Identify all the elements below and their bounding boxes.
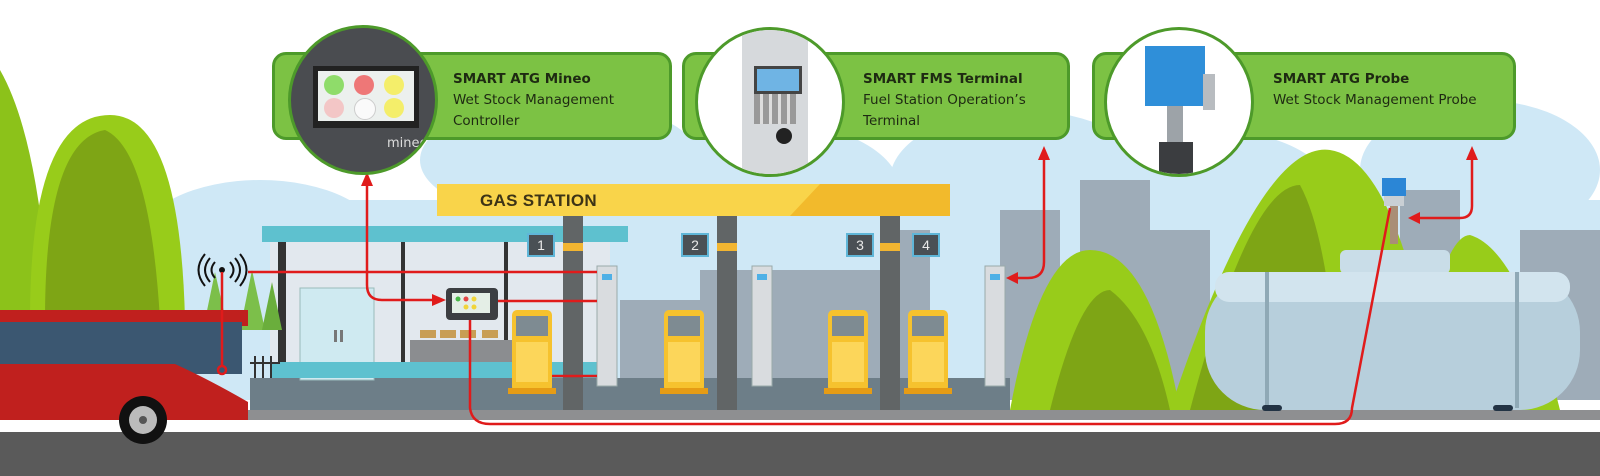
probe-callout-line bbox=[1414, 158, 1474, 220]
fms-terminal-icon bbox=[984, 265, 1006, 387]
fuel-dispenser-icon[interactable] bbox=[660, 310, 708, 394]
mineo-controller-photo: mineo bbox=[288, 25, 438, 175]
tank-gauge-icon bbox=[324, 75, 344, 95]
callout-title: SMART ATG Mineo bbox=[453, 71, 591, 87]
atg-probe-photo bbox=[1104, 27, 1254, 177]
controller-screen-bezel bbox=[313, 66, 419, 128]
card-reader-icon bbox=[776, 128, 792, 144]
callout-title: SMART FMS Terminal bbox=[863, 71, 1023, 87]
probe-icon[interactable] bbox=[1382, 178, 1406, 244]
callout-subtitle: Wet Stock Management bbox=[453, 92, 615, 108]
callout-subtitle: Terminal bbox=[863, 113, 921, 129]
canopy-pillars bbox=[563, 216, 900, 412]
fms-terminal-icon bbox=[596, 265, 618, 387]
tank-gauge-icon bbox=[384, 98, 404, 118]
fuel-dispensers[interactable] bbox=[508, 310, 952, 394]
pillar-bands bbox=[563, 243, 900, 251]
bus-icon[interactable] bbox=[0, 310, 248, 444]
terminal-display bbox=[754, 66, 802, 94]
connection-lines bbox=[216, 158, 1474, 426]
fuel-dispenser-icon[interactable] bbox=[824, 310, 872, 394]
fuel-dispenser-icon[interactable] bbox=[508, 310, 556, 394]
probe-stem bbox=[1167, 106, 1183, 146]
road-line bbox=[0, 420, 1600, 432]
terminal-callout-line bbox=[1012, 158, 1046, 280]
terminal-body bbox=[742, 30, 808, 174]
left-bushes bbox=[0, 70, 185, 320]
probe-fitting bbox=[1159, 142, 1193, 174]
gas-station-canopy[interactable] bbox=[437, 184, 950, 216]
pump-number-badge: 1 bbox=[527, 233, 555, 257]
wireless-antenna-icon bbox=[197, 253, 248, 287]
probe-housing bbox=[1203, 74, 1215, 110]
terminal-screens bbox=[602, 274, 1000, 280]
probe-head bbox=[1145, 46, 1205, 106]
canopy-label: GAS STATION bbox=[480, 191, 597, 210]
pump-number-badge: 3 bbox=[846, 233, 874, 257]
callout-subtitle: Fuel Station Operation’s bbox=[863, 92, 1026, 108]
bus-node bbox=[216, 364, 228, 376]
controller-screen bbox=[318, 71, 414, 121]
callout-subtitle: Wet Stock Management Probe bbox=[1273, 92, 1477, 108]
fms-terminal-icon bbox=[751, 265, 773, 387]
terminal-keypad bbox=[754, 94, 796, 124]
controller-callout-line bbox=[365, 185, 440, 302]
shop-building bbox=[262, 226, 628, 381]
controller-icon[interactable] bbox=[446, 288, 498, 320]
callout-title: SMART ATG Probe bbox=[1273, 71, 1410, 87]
tank-gauge-icon bbox=[324, 98, 344, 118]
pump-number-badge: 4 bbox=[912, 233, 940, 257]
storage-tank-icon[interactable] bbox=[1205, 250, 1580, 411]
device-brand-label: mineo bbox=[387, 136, 428, 151]
arrowheads bbox=[361, 146, 1478, 306]
callout-subtitle: Controller bbox=[453, 113, 520, 129]
road bbox=[0, 432, 1600, 476]
controller-to-probe-line bbox=[468, 207, 1392, 426]
pump-number-badge: 2 bbox=[681, 233, 709, 257]
fms-terminals[interactable] bbox=[596, 265, 1006, 387]
curb bbox=[0, 410, 1600, 420]
tank-gauge-icon bbox=[354, 98, 376, 120]
tank-gauge-icon bbox=[354, 75, 374, 95]
fms-terminal-photo bbox=[695, 27, 845, 177]
tank-gauge-icon bbox=[384, 75, 404, 95]
fuel-dispenser-icon[interactable] bbox=[904, 310, 952, 394]
